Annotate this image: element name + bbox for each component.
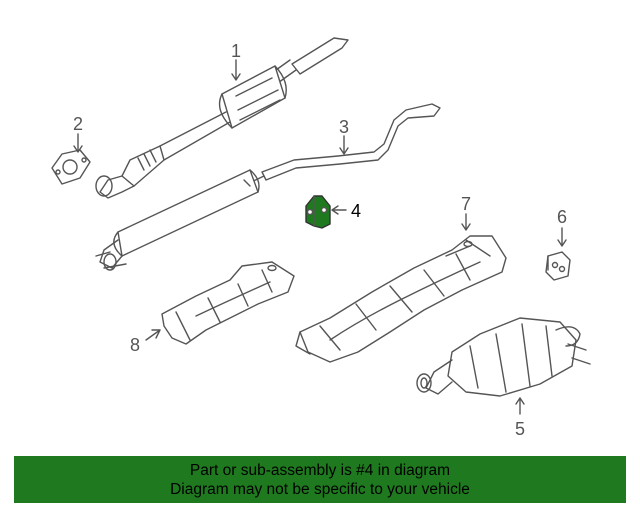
disclaimer-banner: Part or sub-assembly is #4 in diagram Di… — [14, 456, 626, 503]
banner-line-2: Diagram may not be specific to your vehi… — [170, 481, 470, 498]
callout-4[interactable]: 4 — [351, 201, 362, 221]
part-2-gasket[interactable] — [51, 149, 91, 185]
callout-3: 3 — [339, 117, 350, 137]
part-5-rear-muffler[interactable] — [416, 317, 591, 397]
part-6-hanger[interactable] — [545, 251, 571, 281]
callout-8: 8 — [130, 335, 141, 355]
part-4-exhaust-hanger[interactable] — [305, 195, 331, 229]
callout-5: 5 — [515, 419, 526, 439]
callout-2: 2 — [73, 114, 84, 134]
exhaust-parts-diagram — [51, 37, 591, 415]
callout-6: 6 — [557, 207, 568, 227]
part-8-heat-shield[interactable] — [161, 261, 295, 345]
callout-7: 7 — [461, 194, 472, 214]
part-3-rear-pipe-resonator[interactable] — [95, 103, 441, 271]
leader-lines — [73, 59, 567, 415]
banner-line-1: Part or sub-assembly is #4 in diagram — [189, 462, 451, 479]
part-1-front-pipe-converter[interactable] — [95, 37, 349, 199]
callout-1: 1 — [231, 41, 242, 61]
part-7-heat-shield[interactable] — [295, 235, 507, 363]
